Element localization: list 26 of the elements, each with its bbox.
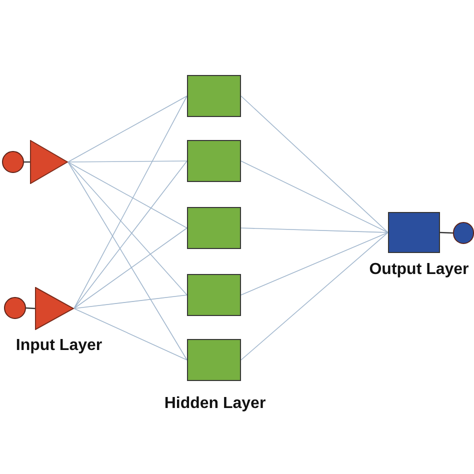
connection-line xyxy=(68,162,188,360)
square-node xyxy=(187,140,241,182)
layer-label: Input Layer xyxy=(14,336,104,356)
triangle-node xyxy=(35,287,74,330)
connection-line xyxy=(440,232,454,234)
square-node xyxy=(388,212,440,253)
connection-line xyxy=(68,162,188,228)
connection-line xyxy=(240,232,388,360)
connection-line xyxy=(68,96,188,162)
connection-line xyxy=(240,96,388,233)
triangle-node xyxy=(30,140,68,184)
square-node xyxy=(187,339,241,381)
connection-line xyxy=(240,160,388,233)
connection-line xyxy=(74,308,188,360)
connection-line xyxy=(240,228,388,233)
connection-line xyxy=(68,160,188,162)
connection-line xyxy=(26,307,36,310)
square-node xyxy=(187,207,241,249)
square-node xyxy=(187,75,241,117)
square-node xyxy=(187,274,241,316)
connection-line xyxy=(74,96,188,309)
layer-label: Hidden Layer xyxy=(163,394,267,414)
connection-line xyxy=(74,294,188,309)
layer-label: Output Layer xyxy=(368,260,470,280)
connection-line xyxy=(240,232,388,296)
connection-line xyxy=(74,228,188,309)
